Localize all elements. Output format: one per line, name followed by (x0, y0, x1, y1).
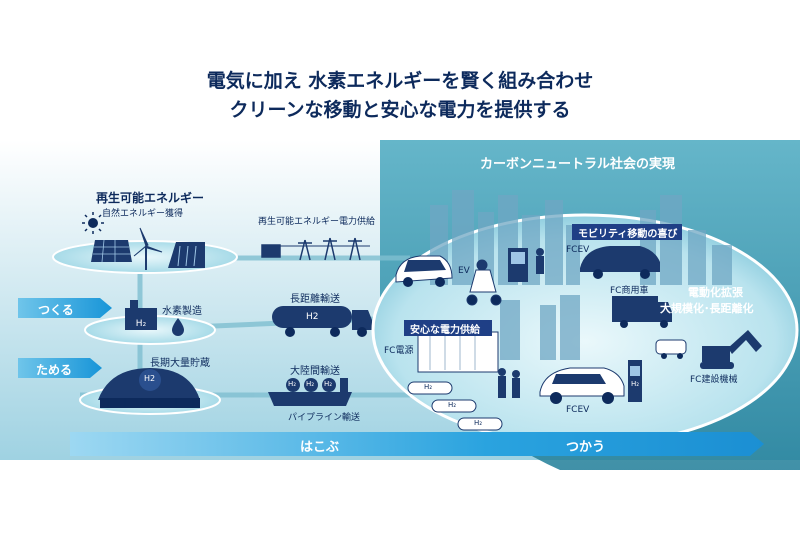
ev-label: EV (458, 266, 470, 276)
mobility-joy-label: モビリティ移動の喜び (578, 229, 678, 240)
water-drop-icon (172, 318, 184, 336)
station-h2-label: H₂ (631, 380, 640, 388)
power-line-icon (261, 237, 370, 261)
scooter-icon (466, 259, 502, 306)
people-top-icon (536, 248, 544, 274)
fc-construction-label: FC建設機械 (690, 375, 738, 385)
renewable-title: 再生可能エネルギー (96, 191, 205, 205)
hydrogen-production-label: 水素製造 (162, 306, 202, 317)
cylinder-h2-label-3: H₂ (474, 419, 483, 427)
scale-range-label: 大規模化･長距離化 (660, 302, 754, 315)
renewable-subtitle: 自然エネルギー獲得 (102, 209, 184, 219)
excavator-icon (700, 330, 762, 369)
fc-power-label: FC電源 (384, 346, 414, 356)
stage-use-label: つかう (566, 440, 606, 455)
safe-power-label: 安心な電力供給 (410, 325, 480, 336)
fc-truck-label: FC商用車 (610, 286, 649, 296)
carbon-neutral-label: カーボンニュートラル社会の実現 (480, 157, 676, 172)
hydrogen-factory-icon: H₂ (125, 300, 157, 330)
page-title-line2: クリーンな移動と安心な電力を提供する (229, 99, 571, 121)
storage-tank-icon (98, 368, 200, 408)
fc-power-unit-icon (417, 331, 499, 373)
store-arrow (18, 358, 102, 378)
people-bottom-icon (498, 368, 520, 398)
cylinder-h2-label-2: H₂ (448, 401, 457, 409)
fcev-top-label: FCEV (566, 245, 590, 255)
stage-carry-label: はこぶ (300, 440, 340, 455)
vending-machine-icon (508, 248, 528, 282)
ship-icon (268, 378, 352, 406)
ship-h2-label-1: H₂ (288, 380, 297, 388)
electrification-label: 電動化拡張 (688, 286, 743, 299)
cylinder-h2-label-1: H₂ (424, 383, 433, 391)
stage-make-label: つくる (38, 303, 74, 317)
ship-h2-label-2: H₂ (306, 380, 315, 388)
fc-truck-icon (612, 296, 672, 328)
carry-use-arrow (70, 432, 764, 456)
hydrogen-station-icon (628, 360, 642, 402)
make-arrow (18, 298, 112, 318)
renewable-power-supply-label: 再生可能エネルギー電力供給 (258, 217, 376, 227)
tanker-truck-icon (272, 306, 372, 337)
ship-h2-label-3: H₂ (324, 380, 333, 388)
safe-power-box (404, 320, 492, 336)
long-term-storage-label: 長期大量貯蔵 (150, 358, 210, 369)
fcev-bottom-car-icon (539, 367, 625, 404)
mobility-joy-box (572, 224, 682, 240)
bus-icon (655, 339, 687, 359)
fcev-top-car-icon (580, 246, 660, 279)
long-distance-label: 長距離輸送 (290, 294, 340, 305)
hydrogen-cylinders (407, 381, 503, 431)
stage-store-label: ためる (36, 363, 73, 377)
ev-car-icon (395, 255, 453, 287)
wind-turbine-icon (133, 227, 163, 270)
pipeline-label: パイプライン輸送 (288, 413, 361, 423)
svg-text:H₂: H₂ (136, 319, 147, 329)
sun-icon (82, 212, 104, 234)
fcev-bottom-label: FCEV (566, 405, 590, 415)
dam-icon (168, 242, 205, 268)
tank-h2-label: H2 (306, 312, 319, 322)
dome-h2-label: H2 (144, 374, 156, 383)
solar-panel-icon (91, 239, 132, 263)
intercontinental-label: 大陸間輸送 (290, 366, 340, 377)
page-title-line1: 電気に加え 水素エネルギーを賢く組み合わせ (206, 70, 594, 92)
